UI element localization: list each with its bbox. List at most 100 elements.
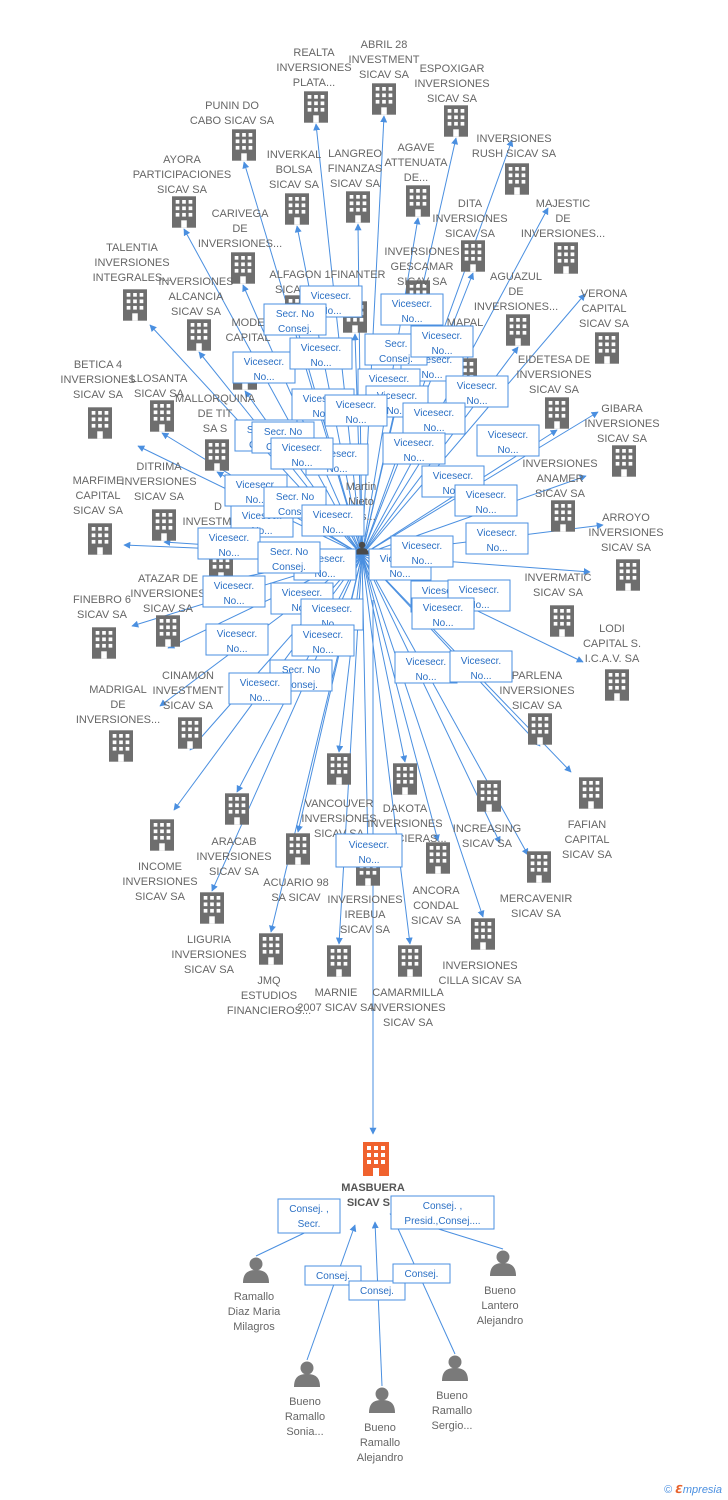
role-label-line: Consej. [284, 680, 318, 691]
hub-role-box[interactable]: Vicesecr.No... [335, 833, 403, 868]
company-label-line: SICAV SA [533, 587, 584, 599]
person-label-line: Ramallo [360, 1437, 400, 1449]
company-label-line: ESTUDIOS [241, 990, 297, 1002]
hub-role-box[interactable]: Vicesecr.No... [324, 394, 388, 427]
hub-role-box[interactable]: Vicesecr.No... [380, 293, 444, 326]
role-box-sonia[interactable]: Consej. [304, 1265, 362, 1286]
hub-role-box[interactable]: Vicesecr.No... [449, 650, 513, 683]
footer-brand[interactable]: ©ℇmpresia [664, 1483, 722, 1496]
hub-role-box[interactable]: Vicesecr.No... [402, 402, 466, 435]
hub-role-box[interactable]: Vicesecr.No... [445, 375, 509, 408]
person-label-line: Milagros [233, 1321, 275, 1333]
role-label-line: No... [403, 453, 424, 464]
hub-role-box[interactable]: Vicesecr.No... [465, 522, 529, 555]
hub-role-box[interactable]: Vicesecr.No... [270, 437, 334, 470]
role-box-diaz[interactable]: Consej. ,Secr. [277, 1198, 341, 1234]
company-label-line: FINANZAS [328, 163, 382, 175]
hub-role-box[interactable]: Vicesecr.No... [411, 597, 475, 630]
role-box-sergio[interactable]: Consej. [392, 1263, 451, 1284]
hub-role-box[interactable]: Vicesecr.No... [232, 351, 296, 384]
company-label-line: ATTENUATA [385, 157, 449, 169]
role-box-alejandro[interactable]: Consej. [348, 1280, 406, 1301]
role-label-line: Vicesecr. [477, 528, 517, 539]
hub-role-box[interactable]: Vicesecr.No... [289, 337, 353, 370]
hub-role-box[interactable]: Vicesecr.No... [205, 623, 269, 656]
hub-role-box[interactable]: Vicesecr.No... [301, 504, 365, 537]
hub-role-box[interactable]: Vicesecr.No... [390, 535, 454, 568]
hub-role-box[interactable]: Vicesecr.No... [410, 325, 474, 358]
hub-role-box[interactable]: Vicesecr.No... [299, 285, 363, 318]
hub-role-box[interactable]: Vicesecr.No... [382, 432, 446, 465]
hub-role-box[interactable]: Vicesecr.No... [197, 527, 261, 560]
company-finanter[interactable]: FINANTER [331, 269, 386, 333]
hub-role-box[interactable]: Vicesecr.No... [202, 575, 266, 608]
hub-role-box[interactable]: Vicesecr.No... [394, 651, 458, 684]
hub-role-box[interactable]: Vicesecr.No... [454, 484, 518, 517]
hub-role-box[interactable]: Vicesecr.No... [291, 624, 355, 657]
role-label-line: No... [421, 370, 442, 381]
role-box-frame [301, 504, 365, 537]
role-box-lantero[interactable]: Consej. ,Presid.,Consej.... [390, 1195, 495, 1230]
role-label-line: No... [226, 644, 247, 655]
hub-role-box[interactable]: Vicesecr.No... [476, 424, 540, 457]
hub-role-box[interactable]: Vicesecr.No... [228, 672, 292, 705]
